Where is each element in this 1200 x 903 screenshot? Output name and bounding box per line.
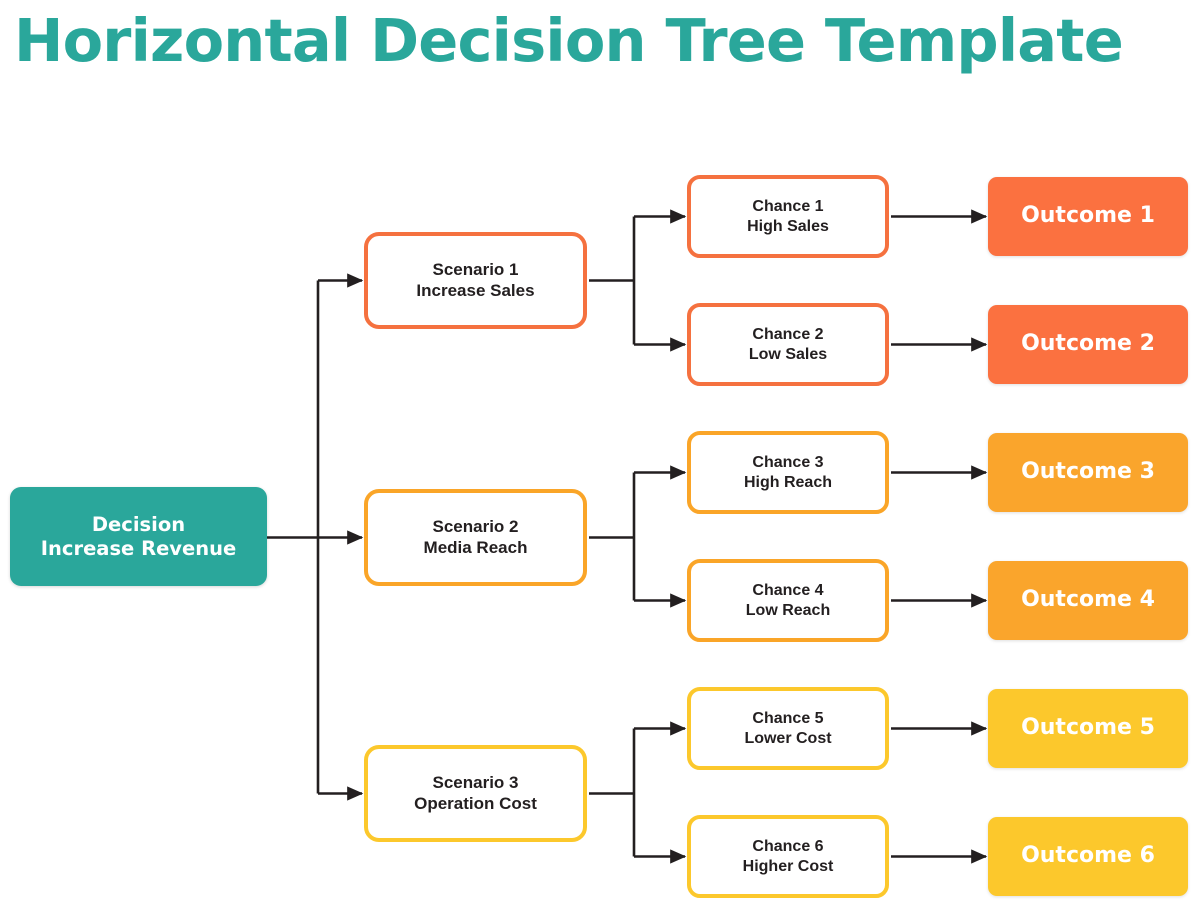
node-outcome-3[interactable]: Outcome 3 [988,433,1188,512]
node-scenario-2[interactable]: Scenario 2 Media Reach [364,489,587,586]
node-chance-6[interactable]: Chance 6 Higher Cost [687,815,889,898]
node-chance-6-line-1: Chance 6 [752,837,824,855]
node-outcome-5[interactable]: Outcome 5 [988,689,1188,768]
node-outcome-3-label: Outcome 3 [1021,459,1155,485]
node-scenario-2-line-1: Scenario 2 [432,516,519,536]
node-scenario-1[interactable]: Scenario 1 Increase Sales [364,232,587,329]
node-chance-6-line-2: Higher Cost [742,857,834,875]
page-title: Horizontal Decision Tree Template [14,6,1124,75]
node-root-line-1: Decision [91,512,186,536]
node-outcome-1[interactable]: Outcome 1 [988,177,1188,256]
node-outcome-1-label: Outcome 1 [1021,203,1155,229]
node-chance-2[interactable]: Chance 2 Low Sales [687,303,889,386]
node-scenario-2-line-2: Media Reach [423,537,528,557]
node-scenario-3-line-2: Operation Cost [414,793,537,813]
node-chance-5-line-1: Chance 5 [752,709,824,727]
node-chance-3-line-1: Chance 3 [752,453,824,471]
node-chance-5-line-2: Lower Cost [744,729,832,747]
node-scenario-3-line-1: Scenario 3 [432,772,519,792]
node-chance-1-line-2: High Sales [747,217,829,235]
node-outcome-4-label: Outcome 4 [1021,587,1155,613]
node-outcome-5-label: Outcome 5 [1021,715,1155,741]
node-scenario-1-line-1: Scenario 1 [432,259,519,279]
node-chance-2-line-1: Chance 2 [752,325,824,343]
node-chance-4[interactable]: Chance 4 Low Reach [687,559,889,642]
node-chance-3-line-2: High Reach [743,473,832,491]
node-chance-4-line-2: Low Reach [745,601,831,619]
node-chance-4-line-1: Chance 4 [752,581,824,599]
node-chance-3[interactable]: Chance 3 High Reach [687,431,889,514]
node-outcome-2[interactable]: Outcome 2 [988,305,1188,384]
node-root-line-2: Increase Revenue [40,536,237,560]
node-chance-5[interactable]: Chance 5 Lower Cost [687,687,889,770]
node-scenario-3[interactable]: Scenario 3 Operation Cost [364,745,587,842]
node-outcome-6-label: Outcome 6 [1021,843,1155,869]
node-chance-2-line-2: Low Sales [748,345,828,363]
node-chance-1-line-1: Chance 1 [752,197,824,215]
node-chance-1[interactable]: Chance 1 High Sales [687,175,889,258]
node-scenario-1-line-2: Increase Sales [416,280,535,300]
node-outcome-6[interactable]: Outcome 6 [988,817,1188,896]
node-outcome-4[interactable]: Outcome 4 [988,561,1188,640]
node-root-decision[interactable]: Decision Increase Revenue [10,487,267,586]
node-outcome-2-label: Outcome 2 [1021,331,1155,357]
